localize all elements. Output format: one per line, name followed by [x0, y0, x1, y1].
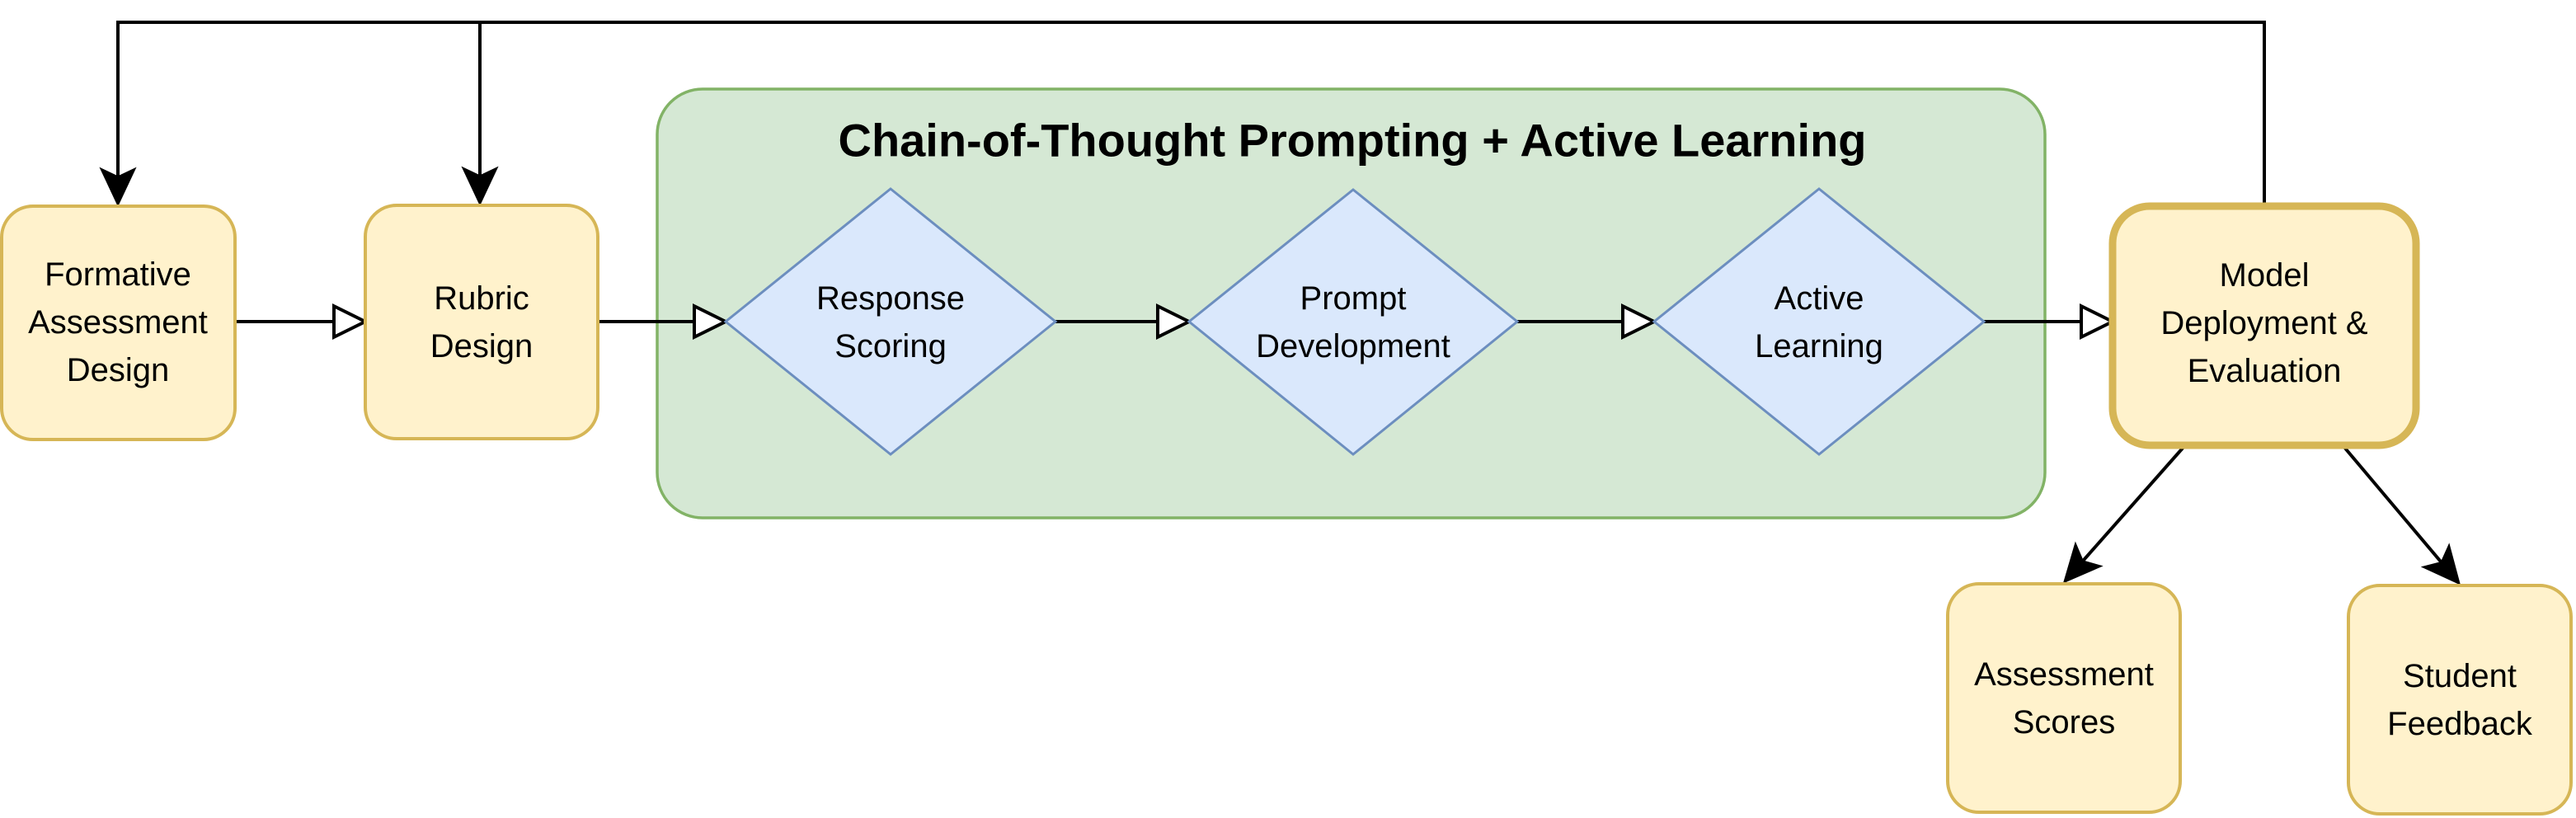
node-label-line: Design	[430, 328, 534, 364]
node-label-line: Design	[67, 352, 170, 388]
node-label-line: Deployment &	[2160, 305, 2368, 341]
decision-label-line: Response	[816, 280, 965, 317]
node-label-line: Evaluation	[2188, 353, 2342, 389]
node-label-line: Rubric	[434, 280, 529, 317]
decision-label-line: Prompt	[1300, 280, 1407, 317]
decision-label-line: Scoring	[834, 328, 947, 364]
decision-label-line: Learning	[1755, 328, 1883, 364]
decision-label-line: Active	[1775, 280, 1864, 317]
group-title: Chain-of-Thought Prompting + Active Lear…	[839, 115, 1867, 167]
node-label-line: Feedback	[2387, 706, 2533, 742]
node-label-line: Model	[2220, 257, 2310, 294]
node-label-line: Formative	[45, 256, 191, 293]
decision-response-scoring	[723, 187, 1058, 456]
decision-label-line: Development	[1256, 328, 1450, 364]
edge-model-to-student-feedback	[2341, 444, 2461, 585]
node-student-feedback	[2347, 584, 2573, 816]
decision-active-learning	[1652, 187, 1986, 456]
edge-feedback-to-formative	[99, 21, 2266, 207]
node-rubric-design	[364, 204, 599, 440]
node-label-line: Assessment	[28, 304, 208, 341]
edge-model-to-assessment-scores	[2062, 444, 2187, 584]
node-label-line: Assessment	[1974, 656, 2154, 693]
node-model-deployment-evaluation	[2108, 202, 2420, 449]
decision-prompt-development	[1187, 188, 1520, 456]
node-assessment-scores	[1946, 582, 2182, 814]
node-formative-assessment-design	[0, 204, 237, 441]
node-label-line: Student	[2403, 658, 2517, 694]
node-label-line: Scores	[2013, 704, 2116, 740]
